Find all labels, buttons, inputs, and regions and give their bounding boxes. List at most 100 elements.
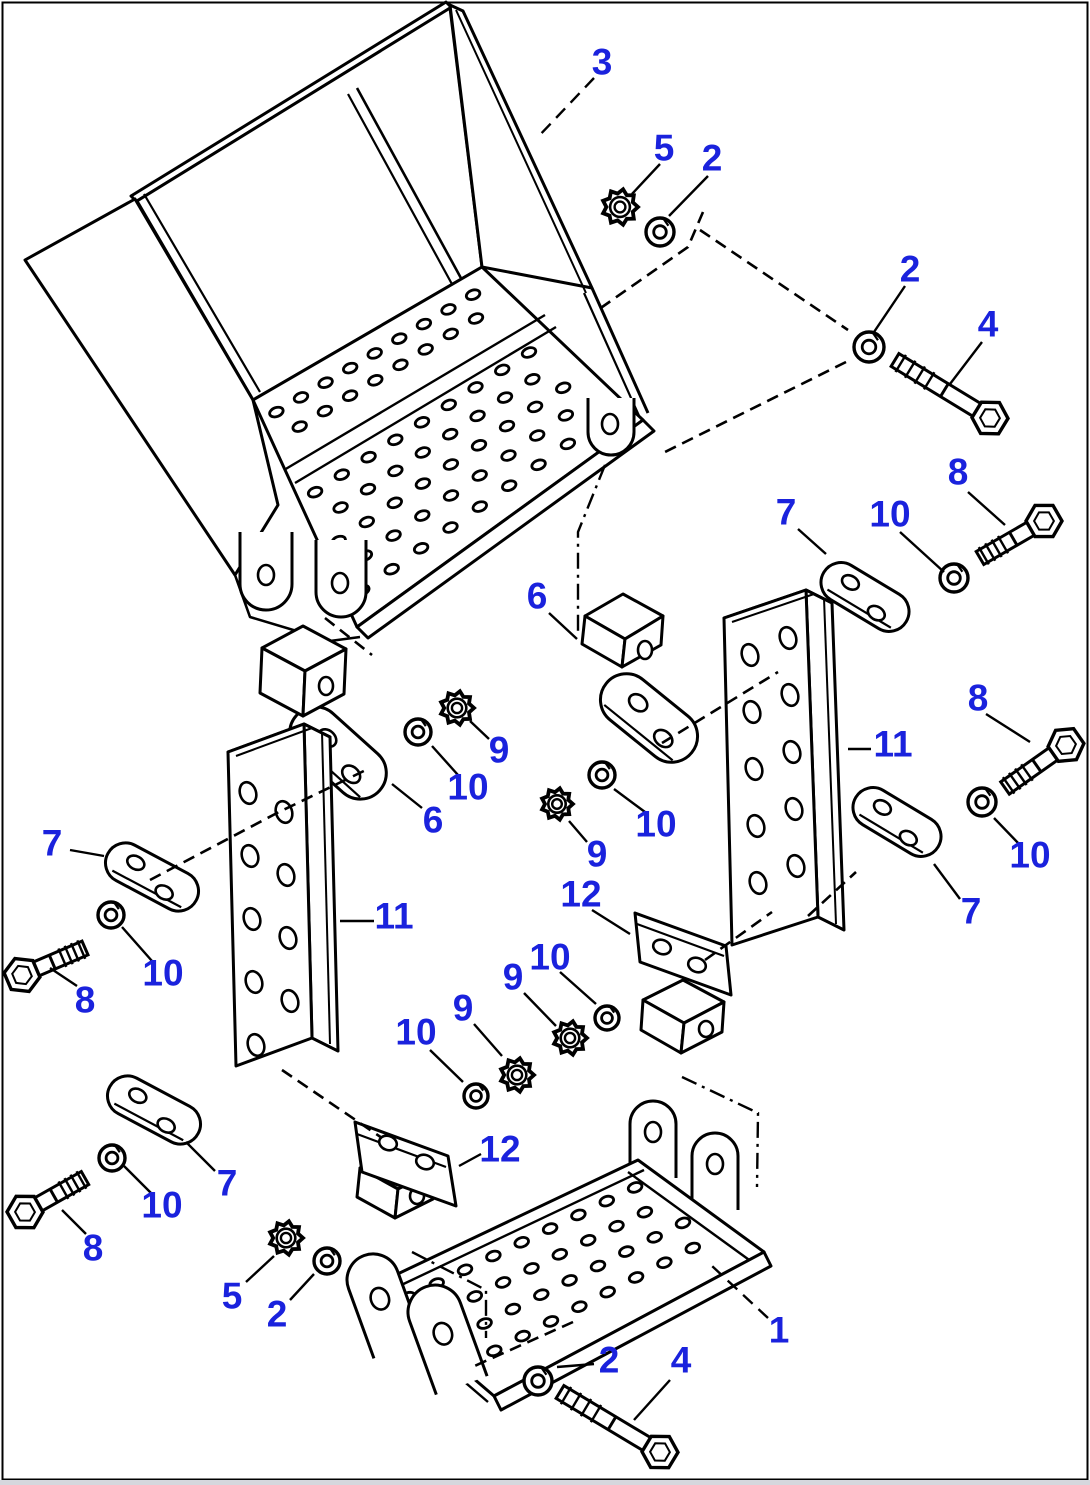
bolt-thread: [69, 942, 81, 962]
step1-back-rail: [627, 1171, 753, 1263]
lock-washer: [644, 216, 676, 248]
callout-label-10: 10: [395, 1012, 436, 1053]
hex-lock-nut: [438, 688, 477, 728]
callout-label-5: 5: [654, 128, 675, 169]
tread-hole: [412, 542, 430, 555]
step3-lug-center-hole: [330, 571, 350, 595]
callout-label-4: 4: [978, 304, 999, 345]
callout-leader-10: [123, 1165, 152, 1194]
ellipse-detail: [127, 1087, 148, 1105]
tread-hole: [391, 332, 408, 345]
ellipse-detail: [244, 969, 264, 995]
lock-washer: [966, 786, 998, 818]
step1-lug-d: [406, 1283, 489, 1396]
ellipse-detail: [742, 699, 762, 725]
callout-leader-8: [49, 967, 78, 987]
ellipse-detail: [786, 853, 806, 879]
assembly-dashed-line: [661, 670, 779, 745]
tread-hole: [442, 489, 460, 502]
tread-hole: [618, 1245, 635, 1258]
step3-divider-a: [283, 313, 546, 472]
bolt-head: [640, 1434, 680, 1470]
hinge6-right-block-hole: [636, 639, 654, 661]
washer-inner: [469, 1089, 483, 1103]
bolt-head: [2, 956, 42, 994]
bolt-head: [1046, 726, 1086, 764]
tread-hole: [414, 509, 431, 522]
upper-step-part3: [23, 0, 656, 643]
washer-split: [871, 332, 879, 341]
lock-washer: [522, 1365, 554, 1397]
bolt-thread: [922, 371, 936, 391]
tread-hole: [442, 521, 459, 534]
callout-label-2: 2: [900, 249, 921, 290]
bolt-thread: [996, 535, 1010, 554]
hinge6-left-block-hole: [317, 675, 335, 697]
callout-leader-10: [899, 531, 945, 573]
plate11L-top-line: [235, 727, 313, 757]
callout-label-11: 11: [374, 896, 413, 937]
ellipse-detail: [686, 956, 708, 974]
washer-split: [609, 1005, 616, 1014]
tread-hole: [500, 449, 517, 462]
tread-hole: [524, 373, 541, 386]
callout-leader-10: [431, 745, 459, 776]
tread-hole: [392, 358, 409, 372]
assembly-dashed-line: [149, 766, 371, 882]
bolt-thread: [569, 1392, 583, 1411]
bolt-thread: [63, 1177, 76, 1197]
tread-hole: [636, 1205, 654, 1219]
plate-part11-left: [226, 722, 340, 1068]
tread-hole: [342, 361, 359, 375]
bolt-thread: [559, 1386, 573, 1405]
bracket-part12-left: [353, 1120, 458, 1220]
step1-front-flange: [492, 1250, 773, 1412]
washer-inner: [594, 767, 610, 783]
tread-hole: [504, 1302, 522, 1316]
nut-bore: [510, 1068, 524, 1082]
lower-step-part1: [345, 1099, 773, 1412]
clamp-part7-left-lower: [106, 1074, 202, 1146]
bracket12R-block-hole: [697, 1019, 715, 1039]
hex-bolt: [554, 1383, 680, 1470]
bolt-head: [970, 400, 1010, 436]
callout-leader-4: [949, 341, 983, 385]
ellipse-detail: [240, 843, 260, 869]
ellipse-detail: [746, 813, 766, 839]
callout-label-1: 1: [769, 1310, 790, 1351]
lock-washer: [403, 717, 433, 747]
tread-hole: [627, 1271, 645, 1284]
washer-inner: [974, 794, 990, 810]
callout-leader-9: [523, 992, 557, 1027]
bracket12R-plate-line: [636, 922, 725, 958]
ellipse-detail: [840, 573, 861, 591]
bolt-collar: [606, 1415, 618, 1432]
bolt-thread: [76, 939, 87, 960]
step3-lug-right-hole: [600, 412, 620, 436]
callout-leader-7: [933, 863, 961, 900]
hinge6-right-strap: [598, 672, 700, 764]
tread-hole: [555, 381, 572, 395]
callout-label-6: 6: [527, 576, 548, 617]
washer-inner: [652, 224, 668, 240]
callout-leader-8: [61, 1209, 87, 1235]
ellipse-detail: [432, 1321, 454, 1346]
tread-hole: [360, 450, 377, 464]
callout-leader-10: [613, 788, 646, 813]
tread-hole: [386, 496, 403, 510]
ellipse-detail: [242, 906, 262, 932]
tread-hole: [306, 485, 324, 499]
callout-label-8: 8: [75, 980, 96, 1021]
washer-inner: [600, 1011, 614, 1025]
callout-label-2: 2: [267, 1294, 288, 1335]
lock-washer: [462, 1082, 490, 1110]
tread-hole: [526, 400, 544, 414]
tread-hole: [533, 1288, 550, 1301]
tread-hole: [514, 1329, 531, 1343]
tread-hole: [467, 312, 485, 325]
callout-label-3: 3: [592, 42, 613, 83]
ellipse-detail: [744, 756, 764, 782]
ellipse-detail: [278, 925, 298, 951]
bolt-head-inner: [13, 1202, 37, 1222]
callout-leader-9: [473, 1023, 503, 1057]
